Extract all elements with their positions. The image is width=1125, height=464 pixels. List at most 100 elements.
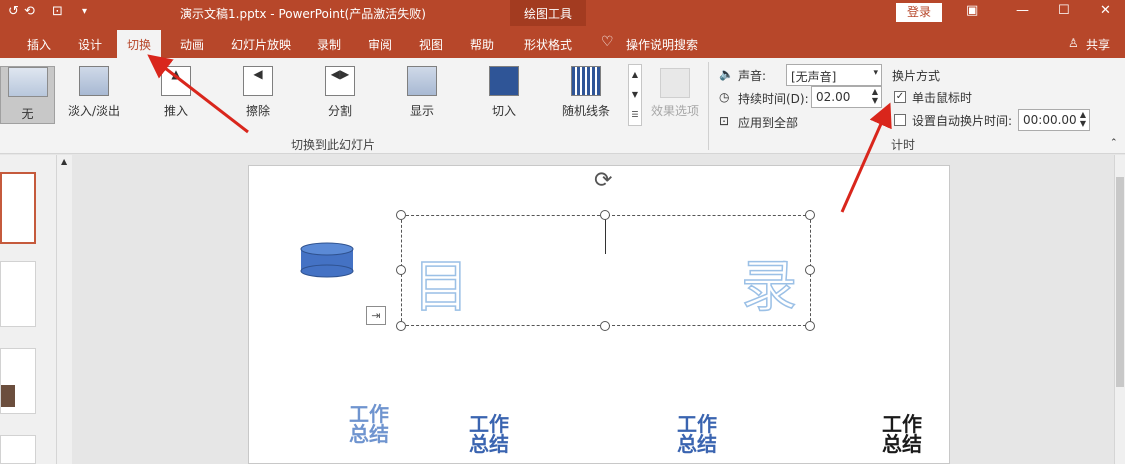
on-mouse-click-label: 单击鼠标时: [912, 91, 973, 105]
duration-spinner-icon[interactable]: ▲▼: [871, 87, 878, 105]
effect-options-label: 效果选项: [650, 104, 699, 118]
share-button[interactable]: 共享: [1086, 38, 1111, 52]
minimize-icon[interactable]: —: [1016, 3, 1029, 18]
tab-transitions[interactable]: 切换: [117, 30, 162, 58]
transition-push-label: 推入: [163, 104, 188, 118]
slide-thumbnail-2[interactable]: [0, 261, 36, 327]
apply-all-icon: ⊡: [719, 114, 730, 128]
gallery-up-icon[interactable]: ▲: [631, 70, 639, 79]
gallery-more-icon[interactable]: ☰: [631, 110, 639, 119]
login-button[interactable]: 登录: [896, 3, 942, 22]
ribbon-tabs: 插入 设计 切换 动画 幻灯片放映 录制 审阅 视图 帮助 形状格式 ♡ 操作说…: [0, 26, 1125, 58]
slide-thumbnail-1[interactable]: [0, 172, 36, 244]
scroll-thumb[interactable]: [1116, 177, 1124, 387]
auto-advance-label: 设置自动换片时间:: [912, 114, 1013, 128]
collapse-ribbon-icon[interactable]: ⌃: [1110, 138, 1118, 148]
ribbon-display-icon[interactable]: ▣: [966, 3, 979, 18]
ribbon: 无 淡入/淡出 ▲ 推入 ◀ 擦除 ◀▶ 分割 显示 切入 随机线条 ▲ ▼ ☰…: [0, 58, 1125, 154]
resize-handle-r[interactable]: [805, 265, 815, 275]
auto-advance-spinner-icon[interactable]: ▲▼: [1079, 110, 1086, 128]
tell-me-search[interactable]: 操作说明搜索: [626, 38, 699, 52]
effect-options-button[interactable]: 效果选项: [646, 66, 704, 119]
random-bars-icon: [571, 66, 601, 96]
transition-random-bars[interactable]: 随机线条: [554, 66, 618, 119]
drawing-tools-label: 绘图工具: [524, 7, 573, 21]
from-start-icon[interactable]: ⟲: [24, 4, 35, 19]
tab-design[interactable]: 设计: [78, 38, 103, 52]
slide-thumbnail-3[interactable]: [0, 348, 36, 414]
close-icon[interactable]: ✕: [1100, 3, 1111, 18]
advance-slide-title: 换片方式: [892, 69, 941, 83]
resize-handle-tr[interactable]: [805, 210, 815, 220]
transition-none-label: 无: [21, 107, 34, 121]
slide-canvas[interactable]: ⇥ ⟳ 目 录 工作 总结 工作 总结 工作 总结 工作 总结: [248, 165, 950, 464]
resize-handle-t[interactable]: [600, 210, 610, 220]
sound-select[interactable]: [无声音] ▾: [786, 64, 882, 86]
cut-icon: [489, 66, 519, 96]
resize-handle-l[interactable]: [396, 265, 406, 275]
transition-reveal[interactable]: 显示: [390, 66, 454, 119]
transition-wipe[interactable]: ◀ 擦除: [226, 66, 290, 119]
ribbon-divider: [708, 62, 709, 150]
sound-value: [无声音]: [791, 70, 837, 84]
resize-handle-b[interactable]: [600, 321, 610, 331]
thumbnail-scrollbar[interactable]: ▲: [56, 155, 72, 464]
tab-slideshow[interactable]: 幻灯片放映: [231, 38, 292, 52]
transition-fade-label: 淡入/淡出: [67, 104, 121, 118]
transition-split[interactable]: ◀▶ 分割: [308, 66, 372, 119]
gallery-down-icon[interactable]: ▼: [631, 90, 639, 99]
preview-icon[interactable]: ⊡: [52, 4, 63, 19]
slide-thumbnail-4[interactable]: [0, 435, 36, 464]
tab-insert[interactable]: 插入: [27, 38, 52, 52]
sound-icon: 🔈: [719, 67, 734, 81]
layout-options-icon[interactable]: ⇥: [366, 306, 386, 325]
share-icon[interactable]: ♙: [1068, 36, 1079, 50]
resize-handle-bl[interactable]: [396, 321, 406, 331]
customize-qat-icon[interactable]: ▾: [82, 6, 88, 17]
cylinder-shape[interactable]: [299, 242, 355, 278]
undo-icon[interactable]: ↺: [8, 4, 19, 19]
reveal-icon: [407, 66, 437, 96]
sound-dropdown-icon[interactable]: ▾: [873, 68, 878, 78]
transition-cut-label: 切入: [491, 104, 516, 118]
transition-fade[interactable]: 淡入/淡出: [62, 66, 126, 119]
wordart-4[interactable]: 工作 总结: [882, 412, 922, 456]
duration-value: 02.00: [816, 90, 851, 104]
tab-animations[interactable]: 动画: [180, 38, 205, 52]
window-title: 演示文稿1.pptx - PowerPoint(产品激活失败): [180, 7, 426, 21]
transition-none[interactable]: 无: [0, 66, 55, 124]
maximize-icon[interactable]: ☐: [1058, 3, 1070, 18]
resize-handle-br[interactable]: [805, 321, 815, 331]
transition-reveal-label: 显示: [409, 104, 434, 118]
on-mouse-click-checkbox[interactable]: ✓: [894, 91, 906, 103]
slide-thumbnail-pane: [0, 155, 56, 464]
rotate-handle-icon[interactable]: ⟳: [594, 168, 613, 193]
split-icon: ◀▶: [325, 66, 355, 96]
transition-cut[interactable]: 切入: [472, 66, 536, 119]
tab-review[interactable]: 审阅: [368, 38, 393, 52]
auto-advance-checkbox[interactable]: [894, 114, 906, 126]
sound-label: 声音:: [738, 69, 767, 83]
slide-scrollbar[interactable]: [1114, 155, 1125, 464]
auto-advance-field[interactable]: 00:00.00 ▲▼: [1018, 109, 1090, 131]
group-label-timing: 计时: [891, 138, 916, 152]
wordart-2[interactable]: 工作 总结: [469, 412, 509, 456]
fade-icon: [79, 66, 109, 96]
tab-help[interactable]: 帮助: [470, 38, 495, 52]
gallery-scroll[interactable]: ▲ ▼ ☰: [628, 64, 642, 126]
transition-split-label: 分割: [327, 104, 352, 118]
tab-shape-format[interactable]: 形状格式: [524, 38, 573, 52]
transition-push[interactable]: ▲ 推入: [144, 66, 208, 119]
duration-field[interactable]: 02.00 ▲▼: [811, 86, 882, 108]
rotation-stem: [605, 218, 606, 254]
tab-view[interactable]: 视图: [419, 38, 444, 52]
resize-handle-tl[interactable]: [396, 210, 406, 220]
tab-record[interactable]: 录制: [317, 38, 342, 52]
duration-icon: ◷: [719, 90, 730, 104]
wordart-1[interactable]: 工作 总结: [349, 402, 389, 446]
scroll-up-icon[interactable]: ▲: [61, 157, 68, 166]
wordart-3[interactable]: 工作 总结: [677, 412, 717, 456]
apply-to-all-button[interactable]: 应用到全部: [738, 116, 799, 130]
thumbnail-image: [1, 385, 15, 407]
lightbulb-icon: ♡: [601, 34, 614, 50]
